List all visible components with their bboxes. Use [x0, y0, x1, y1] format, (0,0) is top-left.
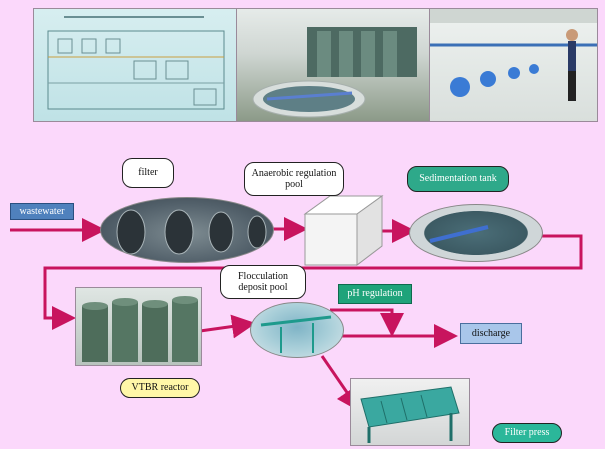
- plant-aerial-photo: [236, 8, 431, 122]
- pump-room-sketch: [430, 9, 597, 101]
- filter-press-sketch: [360, 386, 460, 443]
- filter-photo: [100, 197, 274, 263]
- filter-press-photo: [350, 378, 470, 446]
- sedimentation-tank-photo: [409, 204, 543, 262]
- vtbr-tanks-sketch: [82, 296, 198, 362]
- pipe-ph-dosing: [330, 308, 404, 337]
- discharge-label: discharge: [460, 323, 522, 344]
- filter-label: filter: [122, 158, 174, 188]
- pipe-sedimentation-to-vtbr: [43, 234, 583, 330]
- sedimentation-bridge-sketch: [429, 225, 489, 243]
- flocculation-pool-label: Flocculation deposit pool: [220, 265, 306, 299]
- plan-drawing-sketch: [47, 16, 225, 110]
- sedimentation-tank-label: Sedimentation tank: [407, 166, 509, 192]
- filter-units-sketch: [116, 209, 267, 255]
- plant-aerial-sketch: [252, 27, 417, 118]
- pump-room-photo: [429, 8, 598, 122]
- arrow-vtbr-to-flocculation: [199, 314, 256, 339]
- vtbr-reactor-photo: [75, 287, 202, 366]
- anaerobic-pool-label: Anaerobic regulation pool: [244, 162, 344, 196]
- ph-regulation-label: pH regulation: [338, 284, 412, 304]
- vtbr-reactor-label: VTBR reactor: [120, 378, 200, 398]
- flocculation-structure-sketch: [260, 315, 332, 353]
- plan-drawing-photo: [33, 8, 238, 122]
- filter-press-label: Filter press: [492, 423, 562, 443]
- flocculation-pool-photo: [250, 302, 344, 358]
- wastewater-label: wastewater: [10, 203, 74, 220]
